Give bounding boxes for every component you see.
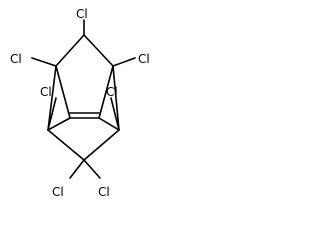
bond-c3-c5 bbox=[98, 65, 114, 119]
bond-c7-c10 bbox=[110, 97, 120, 131]
bond-c1-c2 bbox=[55, 34, 85, 67]
bond-c2-cl bbox=[31, 57, 57, 67]
bond-c1-c3 bbox=[83, 34, 114, 67]
bond-c7-c5 bbox=[98, 117, 120, 131]
chlorine-bottom-right-label: Cl bbox=[98, 185, 110, 199]
chlorine-bottom-left-label: Cl bbox=[52, 185, 64, 199]
bond-c2-c6 bbox=[47, 65, 57, 131]
chlorine-top-label: Cl bbox=[76, 7, 88, 21]
bond-c6-c4 bbox=[47, 117, 71, 131]
bond-c3-cl bbox=[112, 57, 136, 67]
bond-c7-c8 bbox=[83, 129, 120, 161]
chlorine-upper-left-label: Cl bbox=[10, 52, 22, 66]
chlorine-mid-left-label: Cl bbox=[40, 85, 52, 99]
chlorine-upper-right-label: Cl bbox=[138, 52, 150, 66]
chlorine-mid-right-label: Cl bbox=[106, 85, 118, 99]
bond-c6-c9 bbox=[47, 97, 57, 131]
chemical-structure: Cl Cl Cl Cl Cl Cl Cl bbox=[10, 7, 150, 199]
bond-c6-c8 bbox=[47, 129, 85, 161]
bond-c8-cl-right bbox=[83, 159, 101, 179]
bond-c2-c4 bbox=[55, 65, 71, 119]
bond-c3-c7 bbox=[112, 65, 120, 131]
bond-c8-cl-left bbox=[69, 159, 85, 179]
